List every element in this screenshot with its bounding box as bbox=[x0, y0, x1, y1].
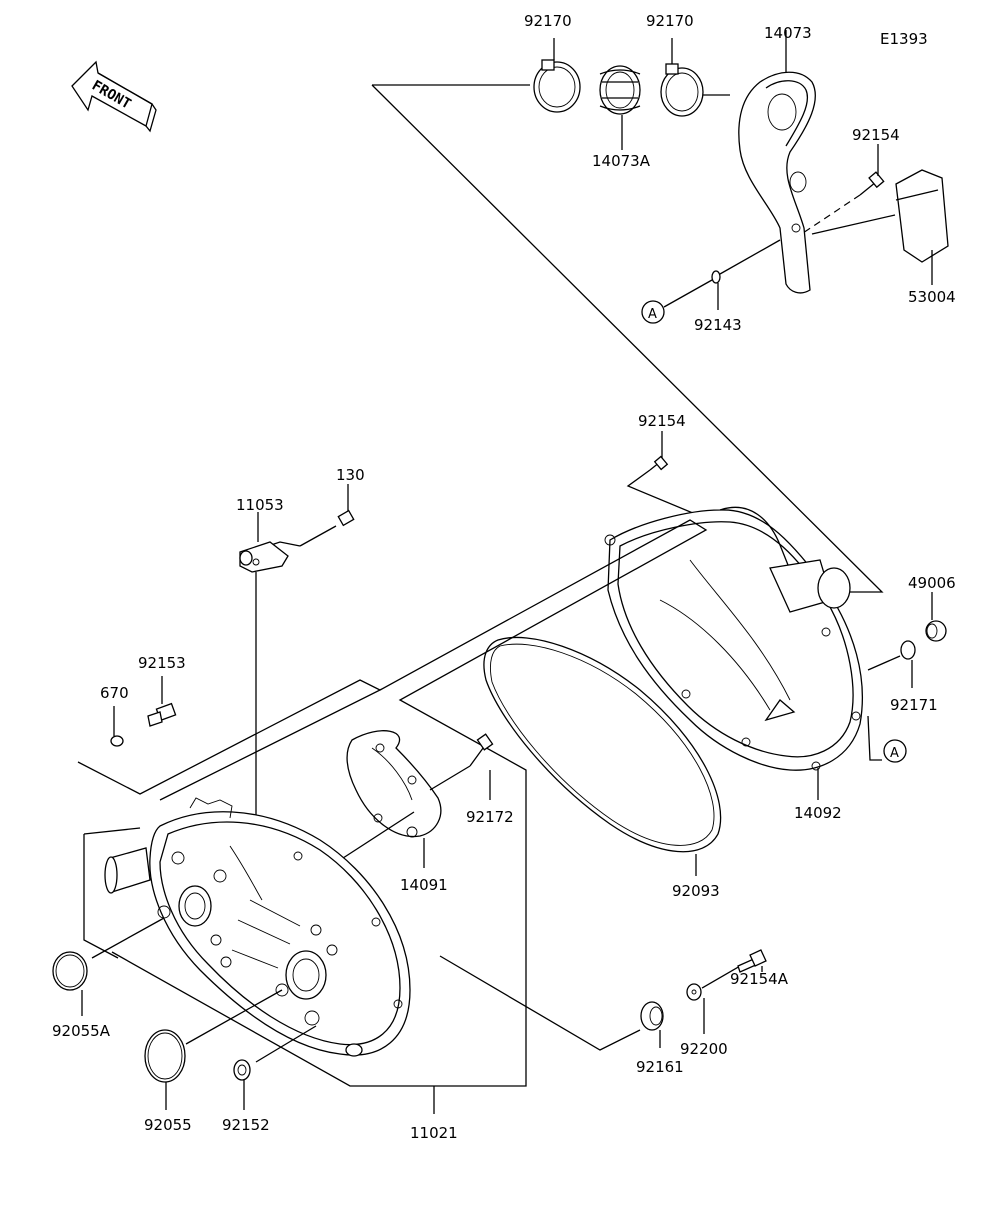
clamp-right bbox=[660, 38, 730, 117]
label-bolt-92172: 92172 bbox=[466, 808, 514, 826]
ref-marker-bottom: A bbox=[883, 739, 907, 763]
label-clamp-92171: 92171 bbox=[890, 696, 938, 714]
bolt-92154a bbox=[737, 949, 767, 973]
washer-duct bbox=[663, 239, 781, 310]
guide-plate bbox=[339, 730, 442, 868]
oring-670 bbox=[110, 706, 124, 747]
label-bolt-duct: 92154 bbox=[852, 126, 900, 144]
label-clamp-left: 92170 bbox=[524, 12, 572, 30]
oring-small bbox=[52, 917, 165, 1016]
bolt-92153 bbox=[147, 676, 177, 727]
label-plate: 53004 bbox=[908, 288, 956, 306]
bolt-130 bbox=[267, 484, 355, 547]
plate bbox=[811, 169, 949, 285]
label-bolt-92153: 92153 bbox=[138, 654, 186, 672]
label-clamp-right: 92170 bbox=[646, 12, 694, 30]
label-bolt-92154a: 92154A bbox=[730, 970, 789, 988]
label-oring-670: 670 bbox=[100, 684, 129, 702]
washer-92200 bbox=[686, 965, 741, 1034]
gasket bbox=[483, 636, 722, 876]
label-bolt-130: 130 bbox=[336, 466, 365, 484]
clamp-left bbox=[533, 38, 581, 113]
duct-joint bbox=[599, 65, 641, 150]
label-outer-cover: 14092 bbox=[794, 804, 842, 822]
bolt-duct bbox=[799, 144, 885, 236]
label-duct: 14073 bbox=[764, 24, 812, 42]
duct bbox=[738, 30, 816, 294]
label-cap: 49006 bbox=[908, 574, 956, 592]
label-oring-small: 92055A bbox=[52, 1022, 111, 1040]
label-bracket: 11053 bbox=[236, 496, 284, 514]
svg-text:A: A bbox=[890, 746, 899, 761]
label-oring-large: 92055 bbox=[144, 1116, 192, 1134]
plug bbox=[233, 1025, 317, 1110]
label-guide-plate: 14091 bbox=[400, 876, 448, 894]
label-bolt-cover-top: 92154 bbox=[638, 412, 686, 430]
ref-marker-top: A bbox=[641, 300, 665, 324]
bracket bbox=[239, 512, 289, 840]
label-gasket: 92093 bbox=[672, 882, 720, 900]
front-arrow-icon: FRONT bbox=[71, 60, 157, 133]
oring-large bbox=[144, 989, 283, 1110]
label-washer-duct: 92143 bbox=[694, 316, 742, 334]
label-grommet: 92161 bbox=[636, 1058, 684, 1076]
cap bbox=[925, 592, 947, 642]
grommet bbox=[640, 1001, 664, 1048]
label-duct-joint: 14073A bbox=[592, 152, 651, 170]
svg-text:A: A bbox=[648, 307, 657, 322]
diagram-code: E1393 bbox=[880, 30, 928, 48]
inner-cover bbox=[104, 797, 435, 1114]
label-washer-92200: 92200 bbox=[680, 1040, 728, 1058]
bolt-cover-top bbox=[626, 431, 701, 517]
label-inner-cover: 11021 bbox=[410, 1124, 458, 1142]
clamp-92171 bbox=[867, 640, 916, 688]
label-plug: 92152 bbox=[222, 1116, 270, 1134]
bolt-92172 bbox=[429, 733, 494, 800]
outer-cover bbox=[604, 506, 882, 800]
